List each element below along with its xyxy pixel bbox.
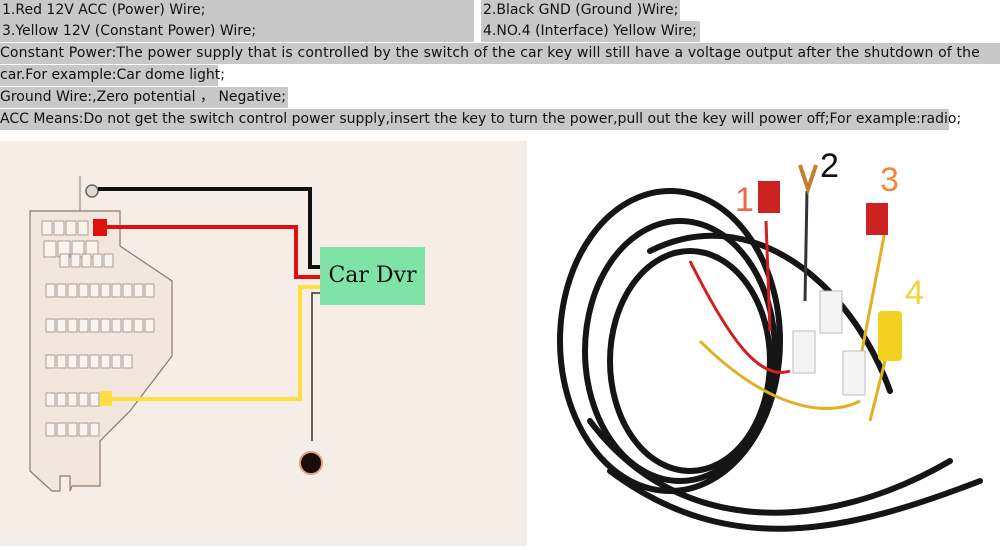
constant-fuse-tap xyxy=(866,203,888,235)
red-acc-wire xyxy=(107,225,322,279)
black-ground-wire xyxy=(98,187,322,269)
wiring-harness-photo: 1 2 3 4 xyxy=(530,141,1000,546)
interface-connector xyxy=(299,451,323,475)
wiring-diagram: Car Dvr xyxy=(0,141,527,546)
label-1: 1 xyxy=(735,181,754,219)
black-cable-coil xyxy=(557,188,983,532)
acc-fuse-tap xyxy=(758,181,780,213)
interface-wire-text: 4.NO.4 (Interface) Yellow Wire; xyxy=(481,21,700,42)
fuse-row-6 xyxy=(45,354,133,369)
label-3: 3 xyxy=(880,161,899,199)
rca-connector xyxy=(878,311,902,361)
fuse-box-diagram xyxy=(29,176,323,492)
fuse-row-4 xyxy=(45,283,155,298)
acc-meaning-text: ACC Means:Do not get the switch control … xyxy=(0,109,961,130)
ground-wire-text: Ground Wire:,Zero potential ， Negative; xyxy=(0,87,288,108)
fuse-row-2 xyxy=(43,240,99,258)
car-dvr-box: Car Dvr xyxy=(320,247,425,305)
acc-fuse-slot xyxy=(93,219,107,236)
interface-wire xyxy=(311,292,322,441)
fuse-row-3 xyxy=(59,253,114,268)
constant-fuse-slot xyxy=(100,391,112,406)
fuse-row-5 xyxy=(45,318,155,333)
harness-illustration: 1 2 3 4 xyxy=(530,141,1000,546)
fuse-row-1 xyxy=(41,220,89,236)
black-wire-text: 2.Black GND (Ground )Wire; xyxy=(481,0,680,21)
12v-tag xyxy=(842,350,866,396)
label-2: 2 xyxy=(820,147,839,185)
fuse-row-7 xyxy=(45,392,100,407)
constant-power-example: car.For example:Car dome light; xyxy=(0,65,225,86)
ground-fork xyxy=(798,164,818,196)
yellow-constant-wire xyxy=(112,285,322,401)
red-wire-text: 1.Red 12V ACC (Power) Wire; xyxy=(0,0,474,21)
constant-power-text: Constant Power:The power supply that is … xyxy=(0,43,1000,64)
fuse-box-outline xyxy=(29,210,173,492)
yellow-wire-text: 3.Yellow 12V (Constant Power) Wire; xyxy=(0,21,474,42)
gnd-tag xyxy=(819,290,843,334)
ground-terminal xyxy=(85,184,99,198)
acc-tag xyxy=(792,330,816,374)
label-4: 4 xyxy=(905,274,924,312)
fuse-row-8 xyxy=(45,422,100,437)
